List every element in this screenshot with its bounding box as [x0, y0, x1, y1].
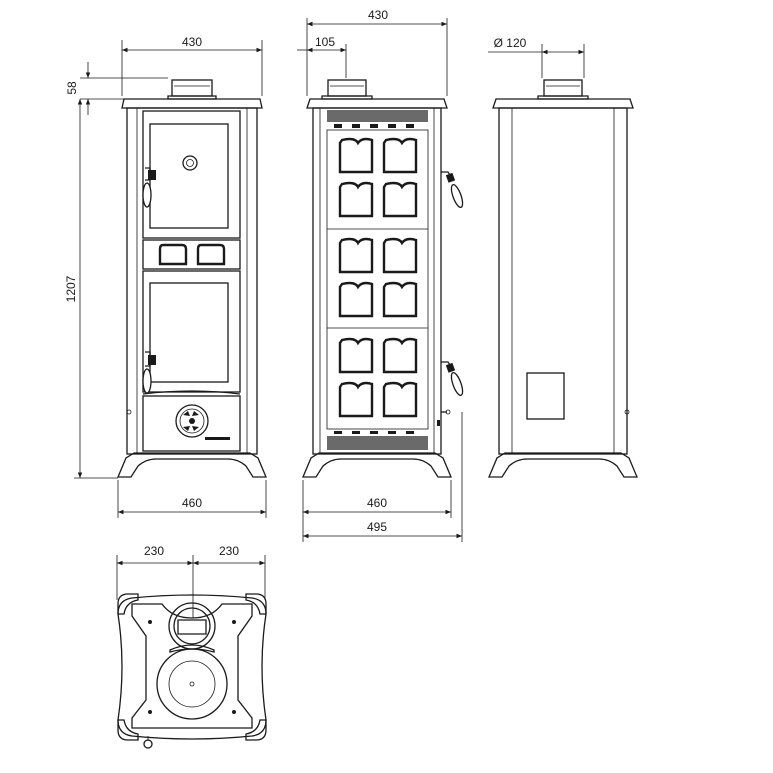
ash-knob	[437, 409, 451, 426]
dim-flue-height: 58	[65, 81, 79, 95]
dim-side-depth-total: 495	[367, 520, 387, 534]
bottom-grille-slots	[334, 431, 414, 434]
dim-plan-half-left: 230	[144, 544, 164, 558]
door-handle-lower	[441, 361, 464, 397]
side-view-tiled: 430 105	[297, 8, 464, 542]
dim-side-depth-top: 430	[368, 8, 388, 22]
rear-view: Ø 120	[488, 36, 638, 478]
front-view: 430 58 1207	[64, 35, 267, 518]
dim-side-depth-base: 460	[367, 496, 387, 510]
dim-flue-offset: 105	[315, 35, 335, 49]
dim-flue-diameter: Ø 120	[494, 36, 527, 50]
top-grille-slots	[334, 124, 414, 128]
dim-total-height: 1207	[64, 275, 78, 302]
dim-front-width-top: 430	[182, 35, 202, 49]
door-handle-upper	[441, 171, 464, 209]
decorative-tiles	[338, 137, 418, 418]
dim-plan-half-right: 230	[219, 544, 239, 558]
dim-front-width-base: 460	[182, 496, 202, 510]
plan-view: 230 230	[116, 544, 267, 749]
